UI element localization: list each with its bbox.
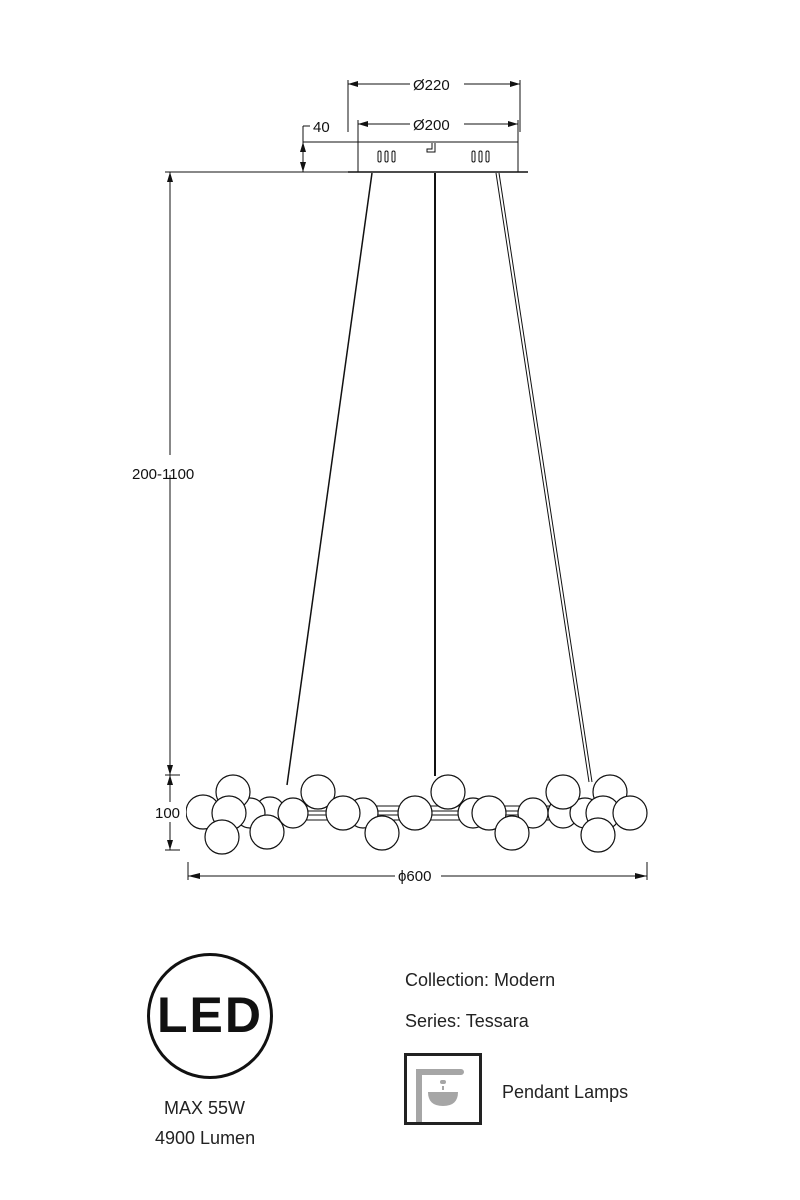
canopy-vents [377,150,490,163]
dim-body-height: 100 [155,805,180,822]
dim-suspension-length: 200-1100 [132,466,194,483]
power-text: MAX 55W [164,1098,246,1118]
category-text: Pendant Lamps [502,1082,629,1102]
glass-globe [612,795,648,831]
glass-globe [545,774,581,810]
glass-globe [204,819,240,855]
dim-canopy-height: 40 [313,119,330,136]
dim-canopy-outer: Ø220 [413,77,450,94]
glass-globe [430,774,466,810]
led-logo: LED [147,953,273,1079]
cable [286,172,373,786]
series-text: Series: Tessara [405,1011,529,1031]
glass-globe [300,774,336,810]
lumen-text: 4900 Lumen [155,1128,256,1148]
glass-globe [277,797,309,829]
pendant-lamp-icon [404,1053,482,1125]
glass-globe [580,817,616,853]
glass-globe [249,814,285,850]
cable [495,172,590,783]
canopy [357,141,519,173]
glass-globe [325,795,361,831]
glass-globe [471,795,507,831]
glass-globe [494,815,530,851]
glass-globe [397,795,433,831]
collection-text: Collection: Modern [405,970,556,990]
glass-globe [364,815,400,851]
led-logo-text: LED [157,987,263,1043]
dim-canopy-inner: Ø200 [413,117,450,134]
dim-body-diameter: ϕ600 [398,868,431,885]
